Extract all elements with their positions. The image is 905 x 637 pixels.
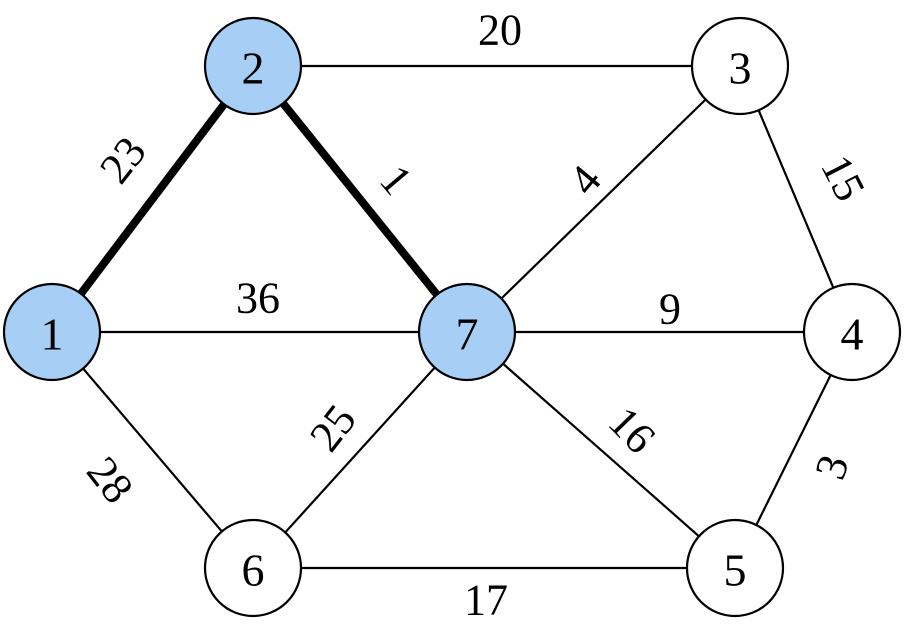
- edge-weight-1-7: 36: [236, 274, 280, 323]
- edge-2-7: [279, 99, 441, 299]
- edges-group: [76, 64, 835, 570]
- node-3: 3: [690, 16, 790, 116]
- edge-weight-6-5: 17: [464, 576, 508, 625]
- node-label-6: 6: [242, 545, 265, 596]
- node-label-7: 7: [456, 309, 479, 360]
- edge-weight-2-3: 20: [478, 6, 522, 55]
- node-circle-2: [203, 16, 303, 116]
- node-circle-5: [685, 518, 785, 618]
- edge-weight-6-7: 25: [300, 396, 366, 461]
- edge-weight-1-2: 23: [90, 128, 156, 193]
- node-circle-4: [802, 282, 902, 382]
- edge-6-7: [284, 366, 436, 534]
- edge-weight-7-4: 9: [659, 285, 681, 334]
- node-label-5: 5: [724, 545, 747, 596]
- node-5: 5: [685, 518, 785, 618]
- node-circle-6: [203, 518, 303, 618]
- edge-7-5: [501, 362, 701, 538]
- edge-weight-2-7: 1: [370, 156, 422, 204]
- node-circle-1: [2, 282, 102, 382]
- node-circle-3: [690, 16, 790, 116]
- node-label-2: 2: [242, 43, 265, 94]
- edge-weight-7-5: 16: [599, 397, 665, 463]
- edge-weight-4-5: 3: [805, 449, 858, 485]
- node-label-3: 3: [729, 43, 752, 94]
- edge-3-7: [500, 98, 707, 300]
- edge-weight-3-7: 4: [559, 156, 611, 204]
- node-label-4: 4: [841, 309, 864, 360]
- edge-1-6: [82, 367, 223, 533]
- node-4: 4: [802, 282, 902, 382]
- node-circle-7: [417, 282, 517, 382]
- node-1: 1: [2, 282, 102, 382]
- edge-weight-3-4: 15: [811, 147, 875, 208]
- node-7: 7: [417, 282, 517, 382]
- edge-4-5: [755, 373, 832, 527]
- edge-1-2: [76, 100, 229, 298]
- node-6: 6: [203, 518, 303, 618]
- node-label-1: 1: [41, 309, 64, 360]
- edge-3-4: [757, 109, 835, 289]
- edge-weight-1-6: 28: [77, 448, 143, 513]
- node-2: 2: [203, 16, 303, 116]
